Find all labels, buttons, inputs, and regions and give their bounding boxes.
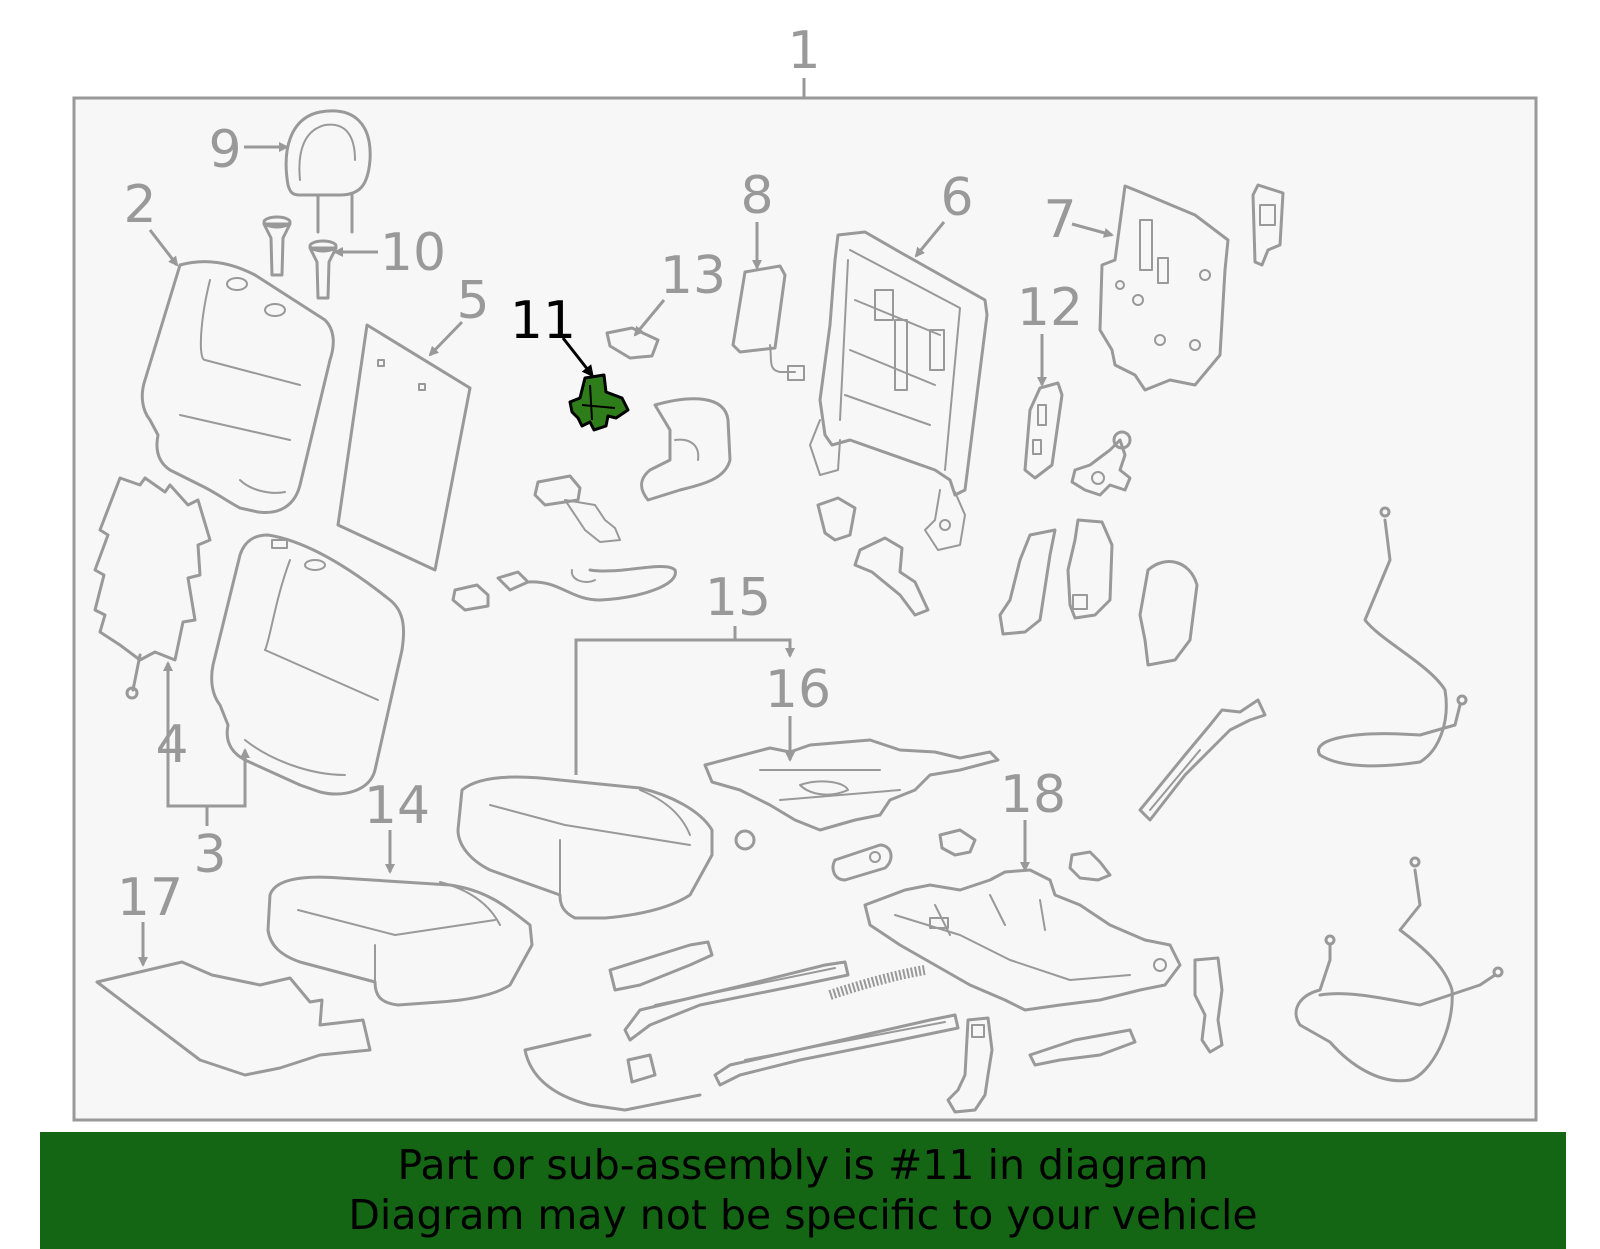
label-16: 16	[765, 660, 831, 720]
label-10: 10	[380, 223, 446, 283]
label-18: 18	[1000, 765, 1066, 825]
recliner-mechanism	[1070, 430, 1132, 497]
seat-base-part-18	[863, 868, 1182, 1012]
seatback-frame-part-6	[809, 230, 989, 551]
label-4: 4	[155, 715, 188, 775]
clip-part-13	[605, 326, 660, 360]
seatback-assembly-part-3	[210, 533, 405, 796]
label-17: 17	[117, 868, 183, 928]
label-12: 12	[1017, 278, 1083, 338]
notice-line-1: Part or sub-assembly is #11 in diagram	[397, 1141, 1209, 1189]
label-13: 13	[660, 246, 726, 306]
label-3: 3	[193, 825, 226, 885]
label-7: 7	[1043, 190, 1076, 250]
highlighted-part-11	[568, 373, 630, 432]
small-hardware	[734, 698, 1267, 882]
seatback-cover-part-2	[140, 260, 335, 515]
headrest-part-9	[284, 109, 372, 234]
label-15: 15	[705, 568, 771, 628]
seat-cushion-part-14	[266, 875, 534, 1007]
bracket-part-12	[1023, 381, 1064, 480]
seatback-pad-part-5	[336, 323, 472, 572]
seat-belt-buckles	[946, 956, 1224, 1114]
label-8: 8	[740, 166, 773, 226]
misc-clips	[451, 474, 930, 617]
headrest-guide-part-10	[262, 215, 338, 300]
parts-diagram: 1 2 3 4 5 6 7 8 9 10 11 12 13 14 15 16 1…	[72, 21, 1538, 1122]
seatback-board-part-7	[1098, 183, 1285, 392]
seatback-mat-part-4	[93, 476, 212, 700]
side-covers	[640, 397, 1199, 667]
seat-cushion-assembly-part-15	[456, 775, 714, 920]
label-1: 1	[787, 21, 820, 81]
control-unit-part-8	[731, 264, 805, 381]
notice-banner: Part or sub-assembly is #11 in diagram D…	[40, 1132, 1566, 1249]
label-2: 2	[123, 175, 156, 235]
label-5: 5	[456, 271, 489, 331]
seat-rails	[523, 940, 1137, 1112]
notice-line-2: Diagram may not be specific to your vehi…	[348, 1191, 1258, 1239]
label-9: 9	[208, 120, 241, 180]
label-14: 14	[364, 776, 430, 836]
seat-pan-part-16	[703, 738, 1000, 832]
assembly-frame	[72, 96, 1538, 1122]
label-6: 6	[940, 168, 973, 228]
floor-mat-part-17	[95, 960, 372, 1077]
release-cables	[1294, 506, 1504, 1083]
